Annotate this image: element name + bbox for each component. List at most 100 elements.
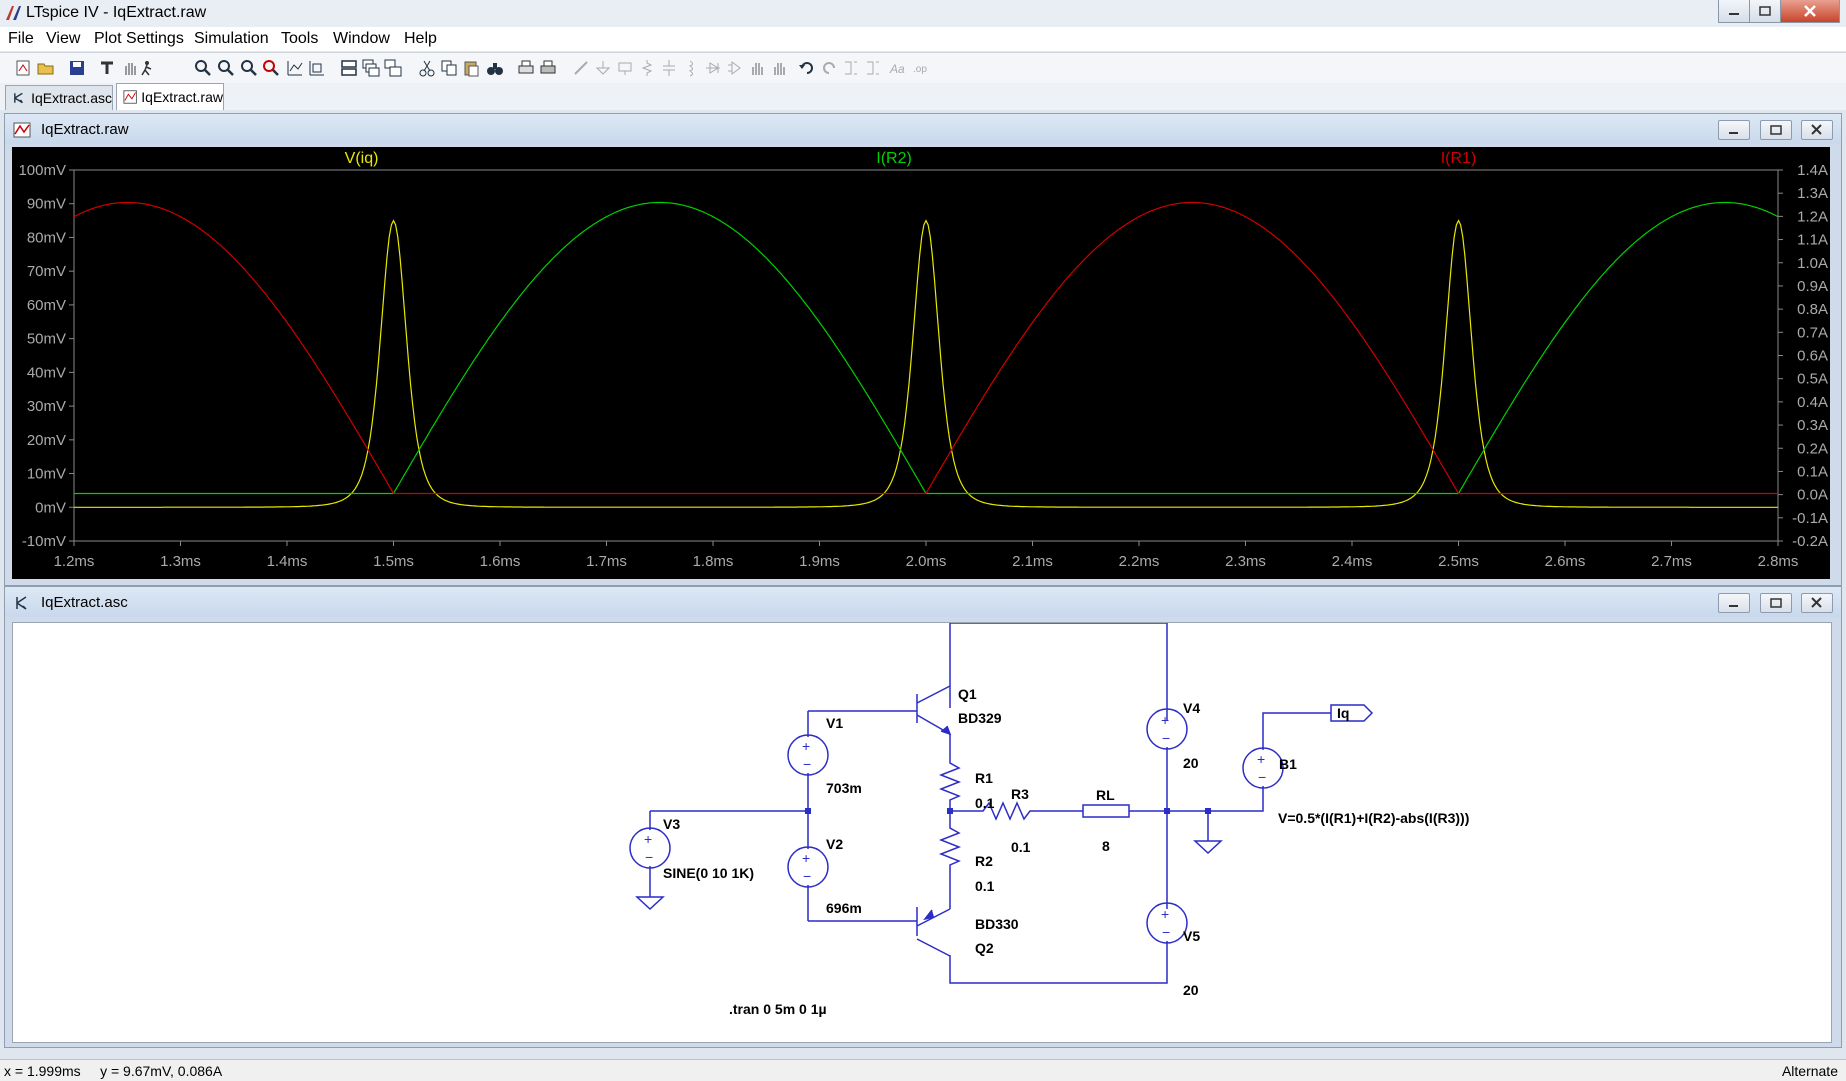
svg-text:+: +: [802, 850, 810, 866]
series-trace-0: [74, 219, 1778, 508]
waveform-restore-button[interactable]: [1760, 120, 1792, 140]
svg-text:+: +: [1161, 712, 1169, 728]
capacitor-icon[interactable]: [660, 59, 678, 77]
zoom-pan-icon[interactable]: [217, 59, 235, 77]
menu-view[interactable]: View: [46, 30, 81, 47]
mirror-icon[interactable]: [864, 59, 882, 77]
y-right-tick-label: -0.1A: [1792, 510, 1828, 527]
tab-iqextract-asc[interactable]: IqExtract.asc: [5, 85, 113, 110]
x-tick-label: 2.2ms: [1119, 553, 1160, 570]
schematic-minimize-button[interactable]: [1718, 593, 1750, 613]
x-tick-label: 1.8ms: [693, 553, 734, 570]
waveform-minimize-button[interactable]: [1718, 120, 1750, 140]
tab-iqextract-raw[interactable]: IqExtract.raw: [116, 83, 224, 110]
schematic-restore-button[interactable]: [1760, 593, 1792, 613]
print-icon[interactable]: [539, 59, 557, 77]
x-tick-label: 1.9ms: [799, 553, 840, 570]
wire-icon[interactable]: [572, 59, 590, 77]
q1-symbol: [808, 685, 951, 735]
minimize-button[interactable]: [1718, 0, 1750, 23]
q1-name: Q1: [958, 686, 977, 702]
print-setup-icon[interactable]: [517, 59, 535, 77]
waveform-icon: [13, 122, 31, 138]
copy-icon[interactable]: [440, 59, 458, 77]
menu-plot-settings[interactable]: Plot Settings: [94, 30, 184, 47]
iq-net-label: Iq: [1337, 705, 1349, 721]
save-icon[interactable]: [68, 59, 86, 77]
v2-name: V2: [826, 836, 843, 852]
svg-text:+: +: [1257, 751, 1265, 767]
menu-window[interactable]: Window: [333, 30, 390, 47]
y-right-tick-label: 0.2A: [1797, 440, 1828, 457]
autorange-y-icon[interactable]: [308, 59, 326, 77]
r2-name: R2: [975, 853, 993, 869]
cascade-icon[interactable]: [362, 59, 380, 77]
close-button[interactable]: [1780, 0, 1840, 23]
schematic-close-button[interactable]: [1801, 593, 1833, 613]
r3-value: 0.1: [1011, 839, 1031, 855]
zoom-fit-icon[interactable]: [262, 59, 280, 77]
zoom-out-icon[interactable]: [240, 59, 258, 77]
diode-icon[interactable]: [704, 59, 722, 77]
control-panel-icon[interactable]: [98, 59, 116, 77]
undo-icon[interactable]: [798, 59, 816, 77]
inductor-icon[interactable]: [682, 59, 700, 77]
iq-net-flag: [1330, 704, 1374, 722]
q1-model: BD329: [958, 710, 1002, 726]
halt-hand-icon[interactable]: [121, 59, 139, 77]
text-icon[interactable]: Aa: [888, 59, 906, 77]
resistor-icon[interactable]: [638, 59, 656, 77]
menu-file[interactable]: File: [8, 30, 34, 47]
run-icon[interactable]: [138, 59, 156, 77]
b1-expression: V=0.5*(I(R1)+I(R2)-abs(I(R3))): [1278, 810, 1469, 826]
series-legend-1: I(R2): [876, 150, 912, 167]
y-right-tick-label: 0.5A: [1797, 371, 1828, 388]
cut-icon[interactable]: [418, 59, 436, 77]
tile-vertical-icon[interactable]: [384, 59, 402, 77]
svg-text:+: +: [1161, 906, 1169, 922]
redo-icon[interactable]: [820, 59, 838, 77]
waveform-close-button[interactable]: [1801, 120, 1833, 140]
x-tick-label: 1.4ms: [267, 553, 308, 570]
waveform-window-title: IqExtract.raw: [41, 121, 129, 138]
y-left-tick-label: 50mV: [27, 331, 66, 348]
y-right-tick-label: 0.4A: [1797, 394, 1828, 411]
svg-text:.op: .op: [913, 64, 927, 75]
tile-horizontal-icon[interactable]: [340, 59, 358, 77]
v4-source: [1146, 708, 1188, 750]
ground-symbol: [1193, 811, 1223, 855]
wire: [949, 622, 1168, 721]
open-folder-icon[interactable]: [37, 59, 55, 77]
svg-text:−: −: [803, 756, 811, 772]
spice-directive-icon[interactable]: .op: [912, 59, 930, 77]
menu-help[interactable]: Help: [404, 30, 437, 47]
paste-icon[interactable]: [462, 59, 480, 77]
r1-name: R1: [975, 770, 993, 786]
schematic-canvas[interactable]: +− +− +− +− +− +− Q1 BD329 V1 703m R1 0.…: [12, 622, 1832, 1043]
maximize-button[interactable]: [1749, 0, 1781, 23]
drag-hand-icon[interactable]: [770, 59, 788, 77]
new-schematic-icon[interactable]: [14, 59, 32, 77]
menu-tools[interactable]: Tools: [281, 30, 319, 47]
find-binoculars-icon[interactable]: [486, 59, 504, 77]
x-tick-label: 1.3ms: [160, 553, 201, 570]
x-tick-label: 2.8ms: [1758, 553, 1799, 570]
schematic-icon: [16, 596, 27, 610]
x-tick-label: 1.6ms: [480, 553, 521, 570]
zoom-in-icon[interactable]: [194, 59, 212, 77]
ground-icon[interactable]: [594, 59, 612, 77]
schematic-drawing[interactable]: +− +− +− +− +− +− Q1 BD329 V1 703m R1 0.…: [13, 622, 1831, 1042]
y-right-tick-label: 1.1A: [1797, 232, 1828, 249]
menu-simulation[interactable]: Simulation: [194, 30, 269, 47]
move-hand-icon[interactable]: [748, 59, 766, 77]
x-tick-label: 2.4ms: [1332, 553, 1373, 570]
component-icon[interactable]: [726, 59, 744, 77]
x-tick-label: 1.2ms: [54, 553, 95, 570]
rotate-icon[interactable]: [842, 59, 860, 77]
label-net-icon[interactable]: [616, 59, 634, 77]
x-tick-label: 2.6ms: [1545, 553, 1586, 570]
menu-bar: File View Plot Settings Simulation Tools…: [0, 27, 1846, 51]
autorange-icon[interactable]: [286, 59, 304, 77]
